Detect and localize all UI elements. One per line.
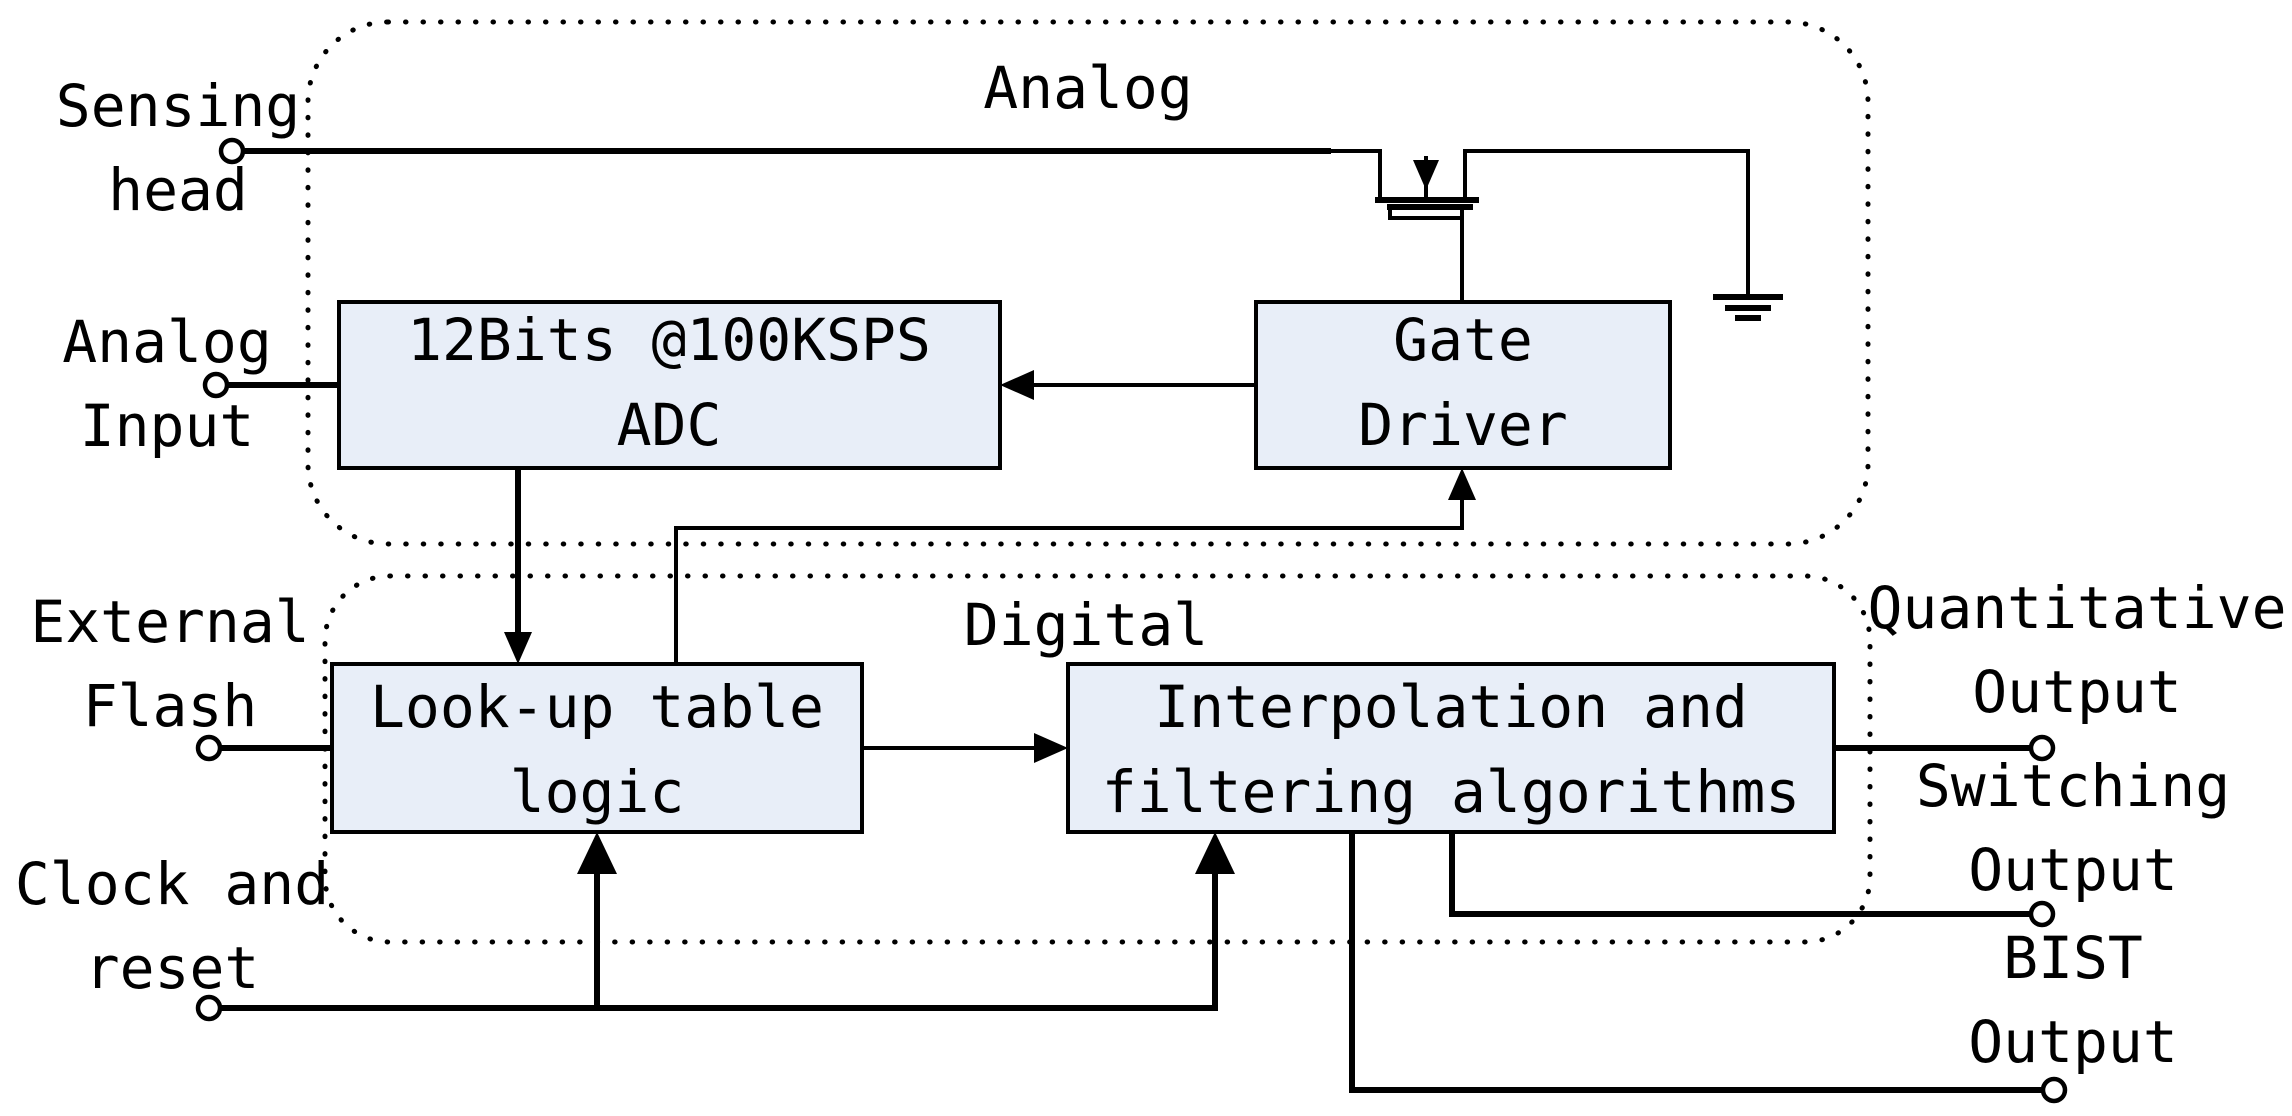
external-flash-terminal — [195, 734, 223, 762]
adc-label-line2: ADC — [617, 391, 722, 459]
gate-driver-block: Gate Driver — [1254, 300, 1672, 470]
gate-driver-label-line1: Gate — [1393, 306, 1533, 374]
sensing-head-terminal — [218, 137, 246, 165]
lut-label-line2: logic — [510, 758, 685, 826]
quantitative-output-label-line1: Quantitative — [1867, 574, 2286, 642]
clock-reset-label-line2: reset — [85, 934, 260, 1002]
switching-output-label-line2: Output — [1968, 836, 2178, 904]
interp-label-line2: filtering algorithms — [1102, 758, 1800, 826]
bist-output-terminal — [2040, 1076, 2068, 1104]
analog-region-label: Analog — [983, 54, 1193, 122]
sensing-head-label-line1: Sensing — [56, 72, 300, 140]
adc-label-line1: 12Bits @100KSPS — [407, 306, 931, 374]
external-flash-label-line1: External — [30, 588, 309, 656]
bist-output-label-line1: BIST — [2003, 924, 2143, 992]
analog-input-terminal — [202, 371, 230, 399]
mosfet-symbol — [1326, 149, 1750, 304]
adc-block: 12Bits @100KSPS ADC — [337, 300, 1002, 470]
clock-reset-terminal — [195, 994, 223, 1022]
switching-output-terminal — [2028, 900, 2056, 928]
bist-output-label-line2: Output — [1968, 1008, 2178, 1076]
interp-label-line1: Interpolation and — [1154, 673, 1748, 741]
lut-label-line1: Look-up table — [370, 673, 824, 741]
analog-input-label-line2: Input — [80, 392, 255, 460]
digital-region-label: Digital — [964, 591, 1208, 659]
ground-symbol — [1713, 294, 1783, 321]
gate-driver-label-line2: Driver — [1358, 391, 1568, 459]
analog-input-label-line1: Analog — [62, 308, 272, 376]
sensing-head-label-line2: head — [108, 156, 248, 224]
analog-region — [305, 19, 1871, 547]
quantitative-output-label-line2: Output — [1972, 658, 2182, 726]
switching-output-label-line1: Switching — [1916, 752, 2230, 820]
external-flash-label-line2: Flash — [83, 672, 258, 740]
interp-block: Interpolation and filtering algorithms — [1066, 662, 1836, 834]
wires — [217, 148, 2043, 1093]
clock-reset-label-line1: Clock and — [15, 850, 329, 918]
lut-block: Look-up table logic — [330, 662, 864, 834]
quantitative-output-terminal — [2028, 734, 2056, 762]
